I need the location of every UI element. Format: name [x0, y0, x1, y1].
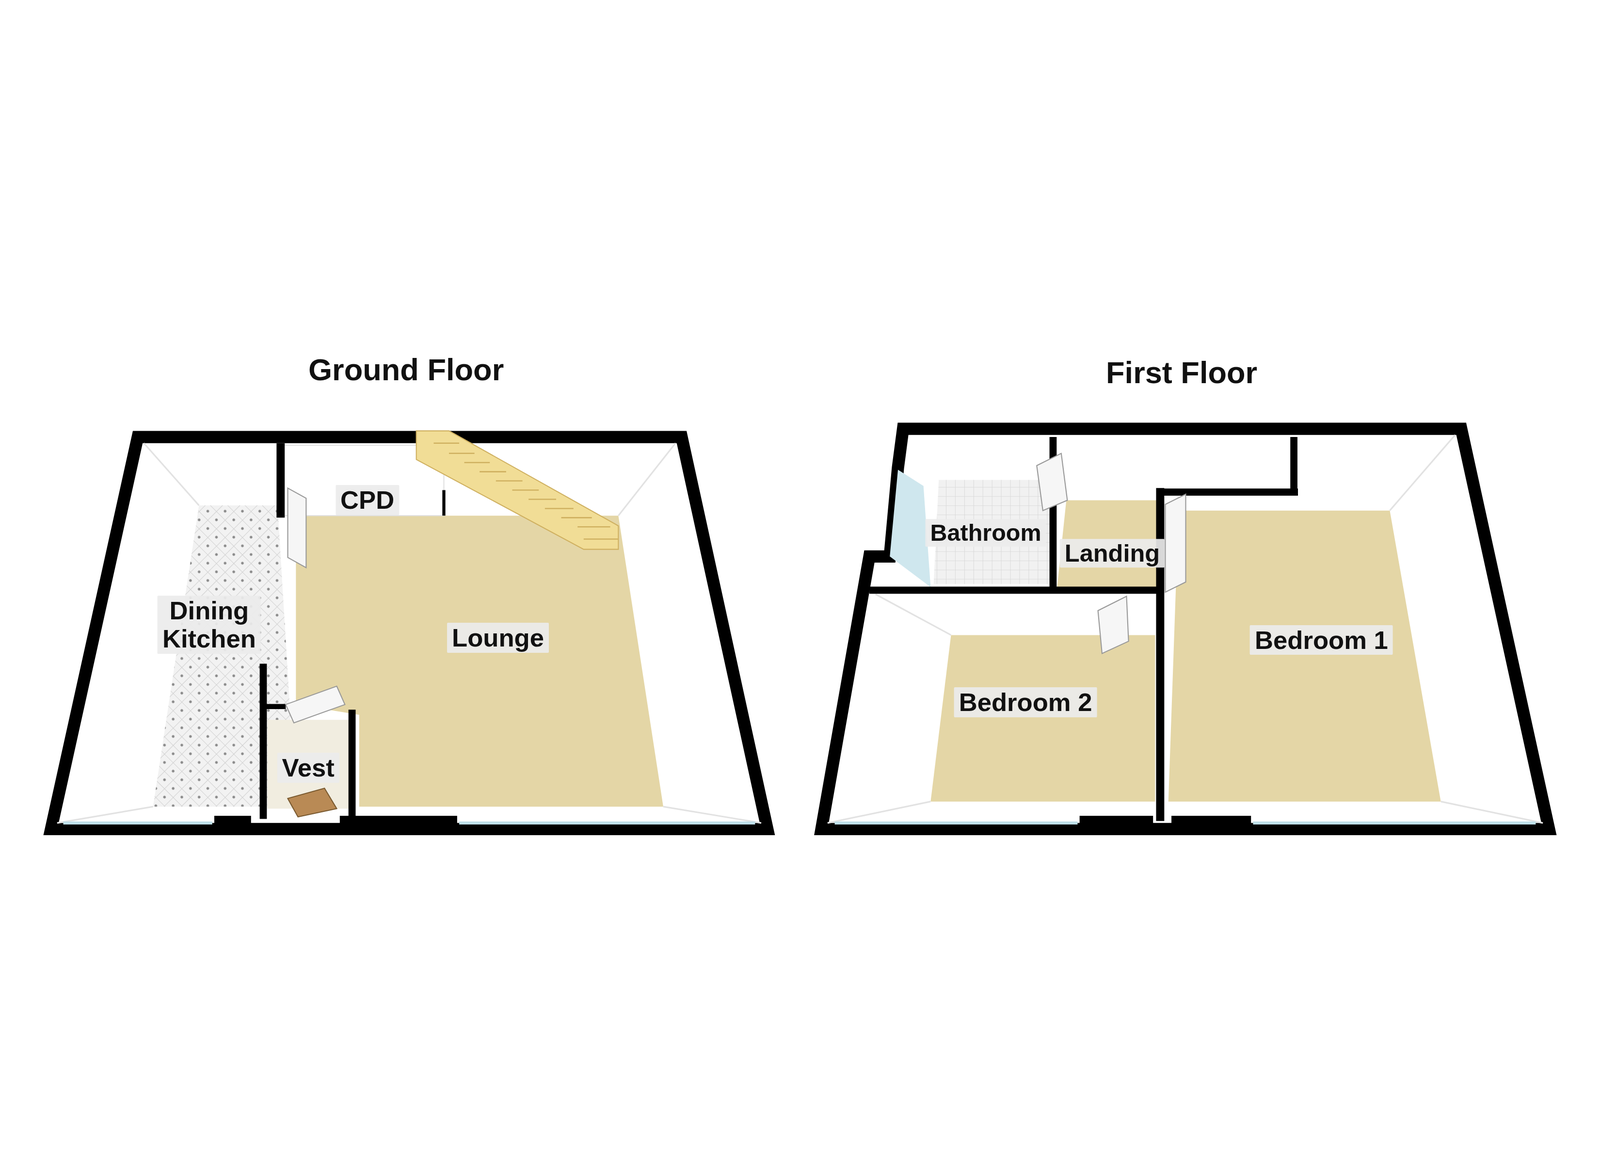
floor-plan: First FloorBathroomLandingBedroom 2 Bedro… [811, 344, 1562, 840]
stair-tread [464, 461, 491, 464]
wall-edge [618, 443, 676, 516]
partition-wall [259, 663, 268, 819]
window [459, 821, 755, 825]
window [1252, 821, 1536, 825]
door-mat [287, 787, 337, 817]
room-label: Bedroom 1 [1249, 624, 1393, 656]
carpet-floor [1168, 510, 1441, 802]
room-label: Bathroom [925, 518, 1046, 547]
stair-tread [479, 470, 507, 473]
room-name: Bedroom 2 [959, 688, 1093, 717]
room-label: Landing [1059, 538, 1165, 568]
room-label: Lounge [447, 622, 549, 653]
stair-tread [577, 526, 610, 528]
room-label: Vest [276, 752, 339, 783]
stair-flight [416, 430, 619, 549]
room-name: Dining Kitchen [162, 596, 256, 653]
ground-floor-drawing [50, 430, 768, 832]
room-name: Bedroom 1 [1254, 625, 1389, 655]
window [63, 821, 212, 825]
room-name: Bathroom [929, 519, 1041, 546]
carpet-floor [930, 634, 1155, 801]
partition-wall [1290, 436, 1298, 495]
wall-edge [57, 806, 154, 823]
wall-edge [663, 806, 762, 823]
wall-pier [1171, 815, 1251, 832]
wall-edge [875, 593, 952, 635]
partition-wall [263, 704, 286, 710]
stair-tread [496, 480, 523, 482]
stair-tread [512, 489, 540, 491]
partition-wall [1156, 487, 1165, 821]
partition-wall [348, 709, 356, 819]
room-name: CPD [340, 485, 395, 514]
partition-wall [442, 490, 446, 516]
wall-edge [827, 801, 931, 823]
stair-tread [433, 442, 460, 444]
stair-tread [544, 507, 574, 510]
stair-tread [448, 452, 475, 454]
stair-tread [528, 498, 557, 500]
room-name: Landing [1064, 539, 1160, 567]
room-label: Dining Kitchen [157, 595, 261, 654]
stair-tread [583, 538, 619, 540]
window [834, 821, 1078, 825]
door [285, 686, 345, 723]
door [1036, 453, 1068, 511]
floor-heading: First Floor [1105, 354, 1258, 390]
partition-wall [276, 443, 285, 518]
door [1098, 595, 1129, 654]
wall-pier [1079, 815, 1154, 832]
stair-tread [561, 516, 592, 519]
room-label: Bedroom 2 [954, 687, 1098, 718]
door [1165, 494, 1186, 592]
room-name: Lounge [451, 623, 544, 652]
outer-wall [821, 428, 1550, 829]
wall-pier [339, 815, 458, 832]
first-floor-drawing [821, 428, 1550, 832]
room-label: CPD [335, 484, 400, 515]
bay-window [889, 469, 931, 587]
staircase [416, 430, 619, 549]
door [287, 487, 306, 568]
wall-edge [1440, 801, 1543, 823]
partition-wall [869, 586, 1161, 594]
floor-plan: Ground FloorDining Kitchen CPD LoungeVest [40, 341, 776, 842]
wall-edge [144, 443, 200, 506]
wall-pier [214, 815, 252, 832]
outer-wall [50, 436, 768, 829]
partition-wall [1160, 488, 1298, 496]
wall-edge [1389, 434, 1456, 511]
floor-heading: Ground Floor [308, 352, 504, 387]
room-name: Vest [281, 753, 335, 782]
